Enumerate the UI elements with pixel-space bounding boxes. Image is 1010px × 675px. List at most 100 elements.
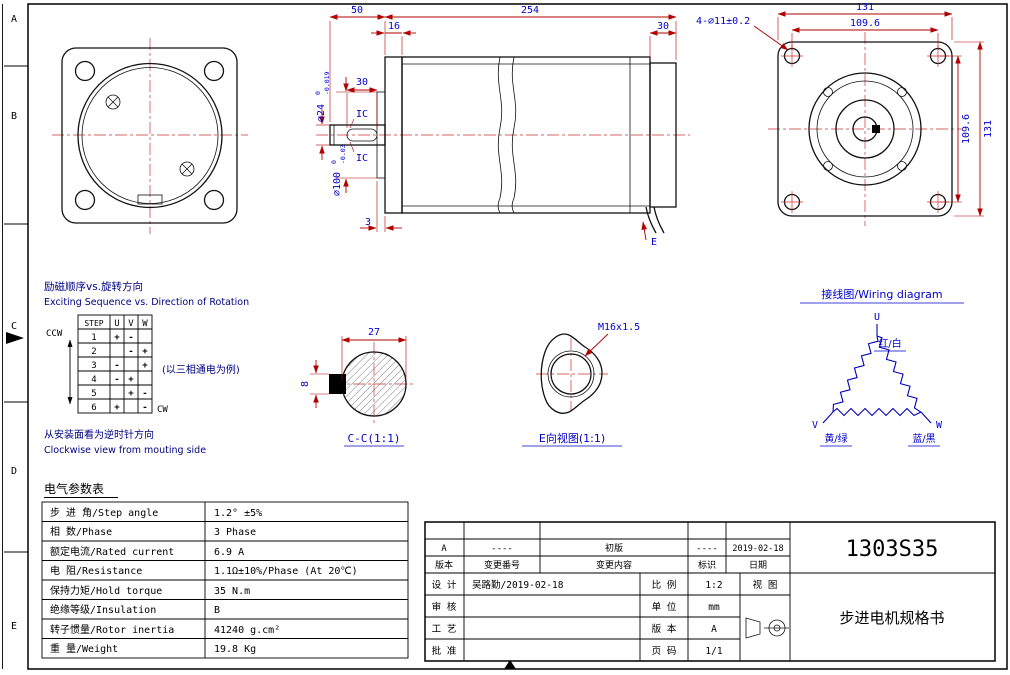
wiring-title: 接线图/Wiring diagram [821, 287, 942, 301]
seq-cell: + [114, 403, 120, 413]
zone-letter-b: B [11, 111, 17, 122]
thread-label: M16x1.5 [598, 322, 640, 333]
seq-cell: + [142, 347, 148, 357]
param-value: 41240 g.cm² [214, 625, 280, 636]
rev-header-mark: 标识 [698, 559, 716, 571]
seq-cell: + [128, 389, 134, 399]
param-value: 35 N.m [214, 586, 250, 597]
side-view-dimensions: 50 254 16 30 ∅24 0 -0.019 30 [314, 5, 677, 248]
seq-cell: - [142, 389, 147, 399]
seq-header-w: W [142, 319, 148, 329]
excitation-table: STEP U V W 1 + - 2 - + 3 - + 4 - + [77, 314, 153, 414]
terminal-u-label: U [874, 312, 880, 323]
winding-u-v [829, 333, 881, 415]
sheet-frame: A B C D E [2, 3, 1008, 670]
param-name: 转子惯量/Rotor inertia [50, 623, 174, 636]
key-section [329, 374, 346, 394]
dia100-value: ∅100 [332, 172, 343, 196]
section-cc: 27 8 C-C(1:1) [300, 327, 416, 447]
zone-letter-a: A [11, 14, 17, 25]
rear-screws [823, 87, 907, 171]
dim-131-top: 131 [856, 2, 874, 13]
winding-v-w [832, 407, 922, 417]
param-value: 6.9 A [214, 547, 244, 558]
rev-header-change-desc: 变更内容 [596, 559, 632, 571]
seq-step: 5 [91, 389, 96, 399]
process-label: 工 艺 [432, 624, 457, 635]
excitation-footer-cn: 从安装面看为逆时针方向 [44, 428, 154, 441]
side-view: 50 254 16 30 ∅24 0 -0.019 30 [314, 5, 690, 248]
dim-3: 3 [365, 217, 371, 228]
dia100-label: ∅100 0 -0.03 [330, 144, 347, 196]
electrical-title: 电气参数表 [44, 481, 104, 496]
dia100-tol-lower: -0.03 [339, 144, 347, 164]
scale-label: 比 例 [652, 579, 677, 591]
param-name: 绝缘等级/Insulation [50, 603, 156, 616]
dia24-label: ∅24 0 -0.019 [314, 71, 331, 122]
ccw-label: CCW [46, 329, 63, 339]
rev-change-no: ---- [491, 544, 513, 554]
dim-30-top: 30 [657, 21, 669, 32]
projection-symbol-icon [745, 617, 789, 639]
seq-step: 6 [91, 403, 96, 413]
version-label: 版 本 [652, 623, 677, 635]
ic-top-label: IC [356, 109, 368, 120]
param-value: 19.8 Kg [214, 644, 256, 655]
seq-cell: - [142, 403, 147, 413]
view-e-label: E向视图(1:1) [539, 431, 605, 445]
rev-header-date: 日期 [749, 560, 767, 571]
view-e: M16x1.5 E向视图(1:1) [522, 322, 640, 447]
approve-label: 批 准 [432, 645, 457, 657]
front-screw-icon [105, 94, 121, 110]
version-value: A [711, 624, 717, 635]
param-name: 额定电流/Rated current [50, 545, 174, 558]
dim-27: 27 [368, 327, 380, 338]
rev-id: A [441, 544, 447, 554]
wiring-diagram: 接线图/Wiring diagram U 红/白 V 黄/绿 W 蓝/黑 [800, 287, 964, 447]
seq-header-u: U [114, 319, 119, 329]
cw-label: CW [157, 405, 168, 415]
param-name: 保持力矩/Hold torque [50, 584, 162, 597]
seq-step: 4 [91, 375, 96, 385]
excitation-side-note: (以三相通电为例) [162, 363, 240, 376]
view-label: 视 图 [753, 579, 778, 591]
holes-note: 4-∅11±0.2 [696, 16, 750, 27]
scale-value: 1:2 [705, 580, 722, 591]
param-value: 1.1Ω±10%/Phase (At 20℃) [214, 566, 358, 577]
dia24-tol-lower: -0.019 [323, 71, 331, 95]
terminal-w-label: W [936, 420, 943, 431]
seq-cell: + [128, 375, 134, 385]
part-number: 1303S35 [846, 537, 939, 562]
rev-change-desc: 初版 [605, 542, 623, 554]
excitation-section: 励磁顺序vs.旋转方向 Exciting Sequence vs. Direct… [44, 280, 249, 456]
zone-letter-e: E [11, 621, 17, 632]
excitation-footer-en: Clockwise view from mouting side [44, 445, 206, 456]
left-center-marker-icon [6, 332, 24, 344]
rev-header-change-no: 变更番号 [484, 559, 520, 571]
terminal-v-label: V [812, 420, 818, 431]
unit-label: 单 位 [652, 601, 677, 613]
front-screw-icon [179, 161, 195, 177]
seq-cell: - [114, 361, 119, 371]
dim-16: 16 [388, 21, 400, 32]
dim-109-6-top: 109.6 [850, 18, 880, 29]
dim-8: 8 [300, 381, 311, 387]
dia24-value: ∅24 [316, 104, 327, 122]
rear-view-dimensions: 131 109.6 4-∅11±0.2 109.6 131 [696, 2, 994, 217]
param-value: B [214, 605, 220, 616]
param-name: 电 阻/Resistance [50, 564, 142, 577]
excitation-title-cn: 励磁顺序vs.旋转方向 [44, 280, 143, 293]
dim-50: 50 [351, 5, 363, 16]
seq-header-v: V [128, 319, 134, 329]
dia24-tol-upper: 0 [314, 91, 322, 95]
param-value: 1.2° ±5% [214, 508, 262, 519]
param-name: 相 数/Phase [50, 525, 112, 538]
dia100-tol-upper: 0 [330, 160, 338, 164]
seq-step: 3 [91, 361, 96, 371]
doc-title: 步进电机规格书 [839, 609, 944, 627]
design-label: 设 计 [432, 579, 457, 591]
dim-254: 254 [521, 5, 539, 16]
bottom-center-marker-icon [504, 660, 516, 669]
